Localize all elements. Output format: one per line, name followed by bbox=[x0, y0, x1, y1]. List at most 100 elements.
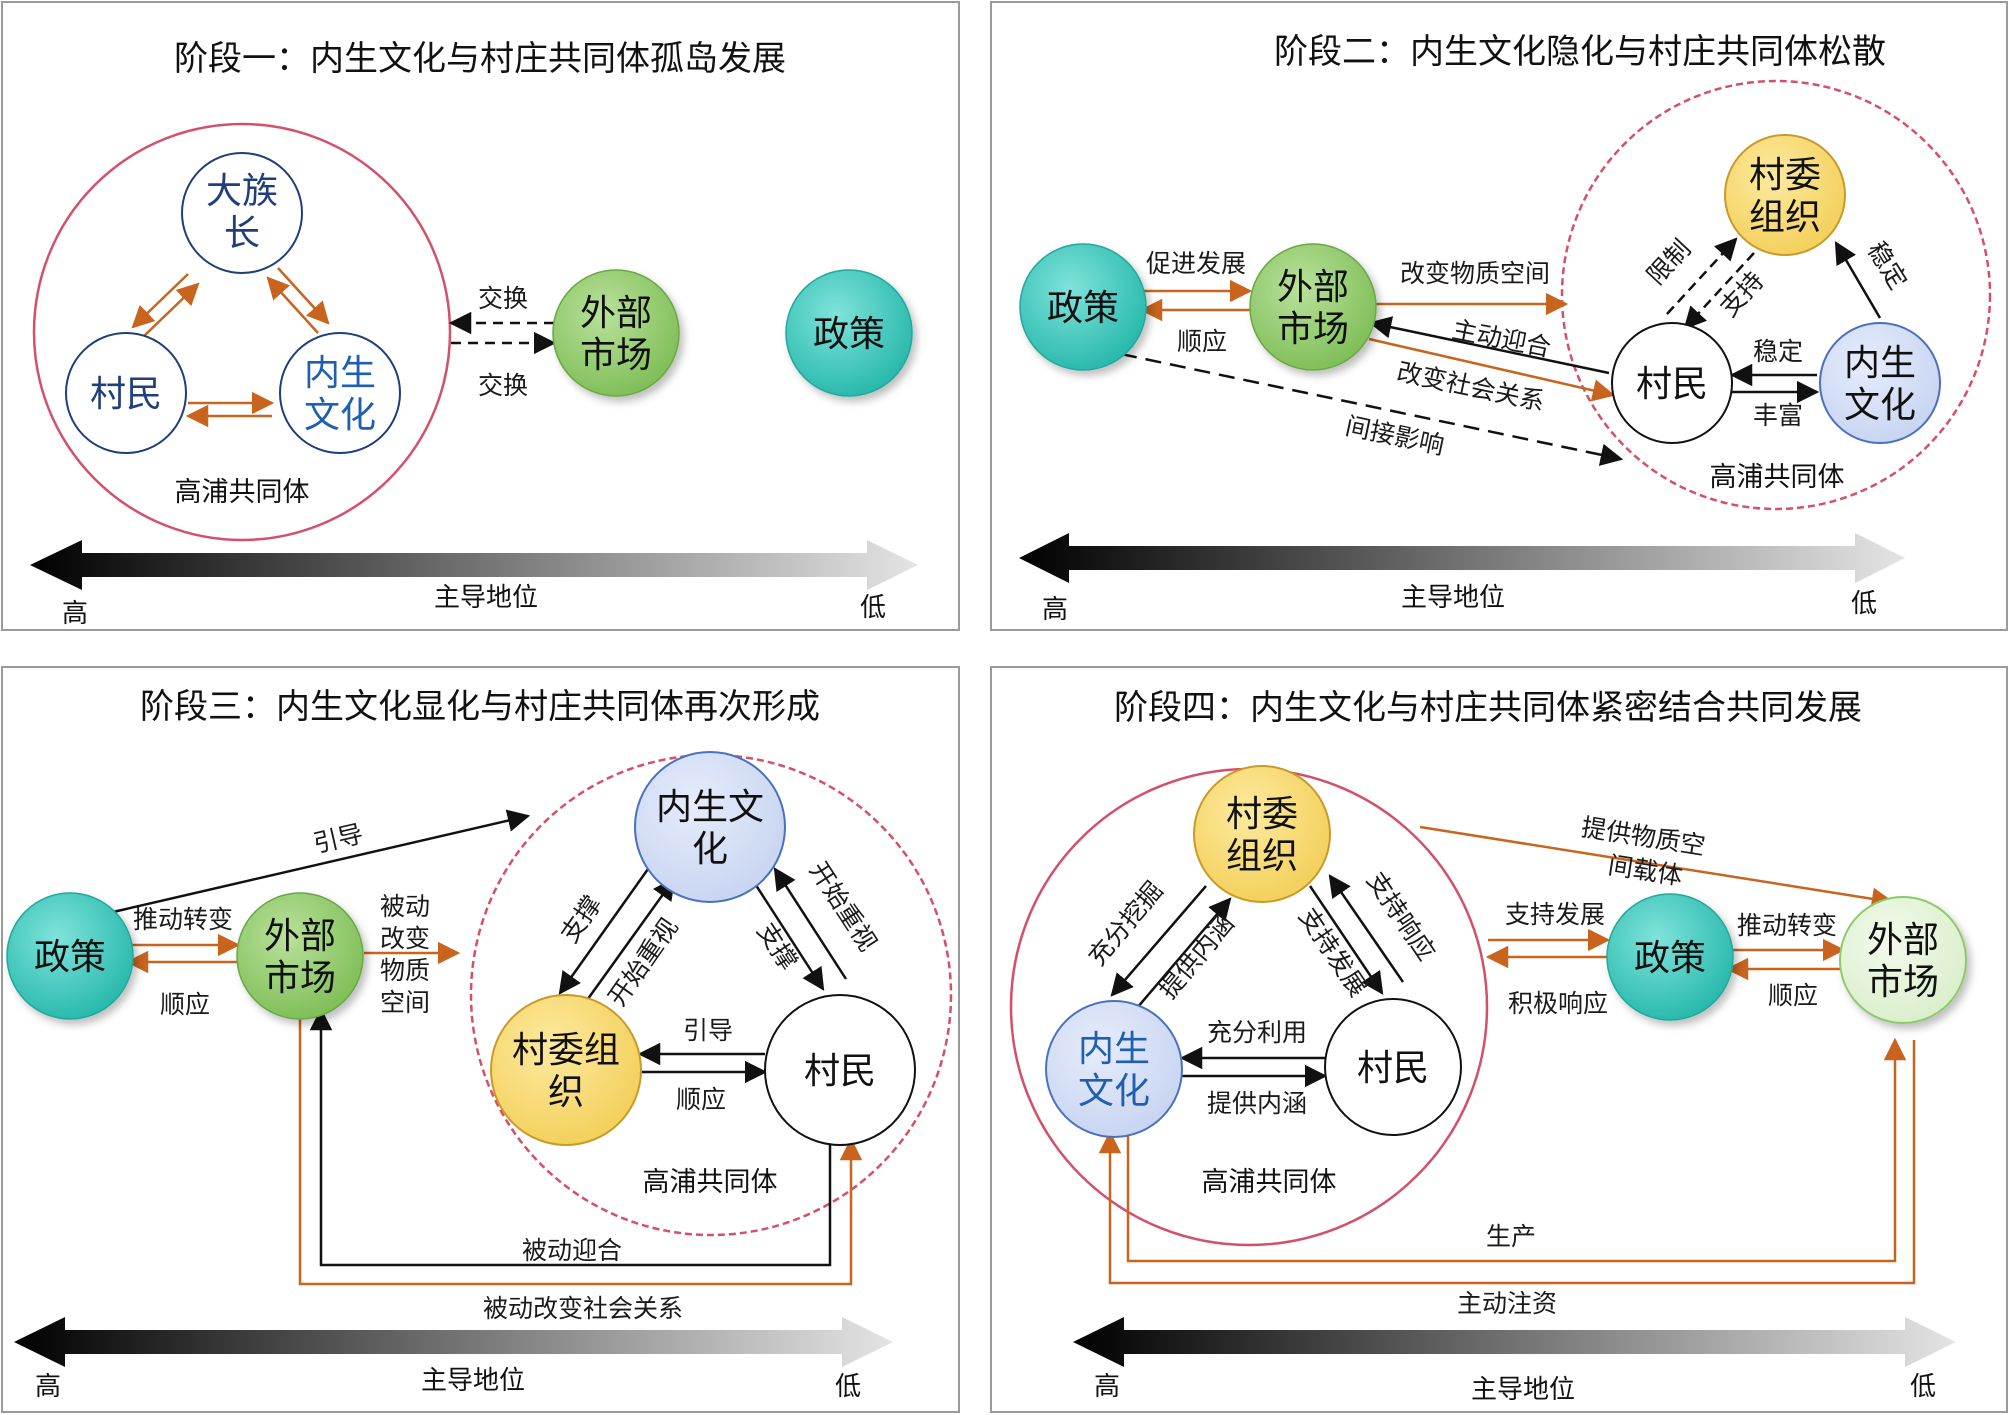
community-label: 高浦共同体 bbox=[643, 1167, 778, 1198]
edge-villagers-market-passive bbox=[309, 1007, 832, 1267]
node-culture-label-line1: 内生 bbox=[304, 353, 376, 394]
edge-label-invest: 主动注资 bbox=[1457, 1289, 1557, 1318]
edge-label-enrich: 丰富 bbox=[1753, 401, 1803, 430]
community-circle bbox=[469, 753, 953, 1237]
node-committee-label-line1: 村委 bbox=[1226, 794, 1298, 835]
edge-culture-committee bbox=[1136, 897, 1232, 1009]
node-villagers-label: 村民 bbox=[804, 1051, 876, 1092]
edge-label-drive: 推动转变 bbox=[133, 905, 233, 934]
dominance-axis-arrow bbox=[1019, 533, 1905, 583]
node-market-label-line1: 外部 bbox=[1867, 920, 1939, 961]
edge-culture-clan bbox=[266, 276, 319, 334]
panel-stage-3: 阶段三：内生文化显化与村庄共同体再次形成 引导 推动转变 顺应 被动 改变 物质… bbox=[1, 666, 960, 1413]
panel-1-title: 阶段一：内生文化与村庄共同体孤岛发展 bbox=[174, 39, 786, 79]
node-market-label-line1: 外部 bbox=[264, 916, 336, 957]
edge-policy-villagers bbox=[1120, 352, 1624, 466]
node-policy bbox=[785, 269, 913, 397]
edge-market-villagers-passive bbox=[298, 1010, 863, 1286]
edge-label-active-respond: 积极响应 bbox=[1508, 989, 1608, 1018]
edge-market-culture-invest bbox=[1098, 1040, 1916, 1285]
node-policy bbox=[1606, 893, 1734, 1021]
axis-title: 主导地位 bbox=[434, 583, 538, 613]
axis-low-label: 低 bbox=[860, 593, 886, 623]
node-policy-label: 政策 bbox=[34, 937, 106, 978]
community-label: 高浦共同体 bbox=[175, 477, 310, 508]
dominance-axis-arrow bbox=[14, 1317, 893, 1367]
edge-villagers-committee bbox=[1666, 237, 1738, 315]
edge-label-passive-change-line4: 空间 bbox=[380, 988, 430, 1017]
node-market bbox=[1839, 896, 1967, 1024]
edge-label-guide: 引导 bbox=[683, 1016, 733, 1045]
node-market-label-line1: 外部 bbox=[1277, 267, 1349, 308]
edge-community-market bbox=[1419, 825, 1895, 910]
node-culture-label-line2: 化 bbox=[692, 829, 728, 870]
edge-label-fully-use: 充分利用 bbox=[1207, 1018, 1307, 1047]
node-policy-label: 政策 bbox=[1634, 938, 1706, 979]
axis-high-label: 高 bbox=[1094, 1372, 1120, 1402]
edge-label-exchange-top: 交换 bbox=[478, 284, 528, 313]
edge-label-produce: 生产 bbox=[1486, 1222, 1536, 1251]
node-policy-label: 政策 bbox=[1047, 288, 1119, 329]
panel-4-title: 阶段四：内生文化与村庄共同体紧密结合共同发展 bbox=[1114, 688, 1862, 728]
node-market-label-line1: 外部 bbox=[580, 293, 652, 334]
node-committee-label-line2: 组织 bbox=[1226, 836, 1298, 877]
edge-committee-villagers bbox=[1683, 252, 1755, 330]
edge-label-exchange-bottom: 交换 bbox=[478, 371, 528, 400]
axis-low-label: 低 bbox=[835, 1372, 861, 1402]
edge-culture-market-produce bbox=[1126, 1037, 1907, 1263]
node-culture-label-line2: 文化 bbox=[1078, 1071, 1150, 1112]
edge-label-change-space: 改变物质空间 bbox=[1400, 259, 1550, 288]
edge-label-passive-social: 被动改变社会关系 bbox=[483, 1294, 683, 1323]
node-culture-label-line1: 内生 bbox=[1844, 343, 1916, 384]
node-culture bbox=[279, 332, 401, 454]
node-market-label-line2: 市场 bbox=[264, 958, 336, 999]
node-villagers-label: 村民 bbox=[1357, 1048, 1429, 1089]
dominance-axis-arrow bbox=[1073, 1317, 1956, 1367]
node-committee-label-line2: 织 bbox=[548, 1072, 584, 1113]
edge-culture-committee bbox=[558, 868, 650, 995]
node-committee-label-line2: 组织 bbox=[1749, 197, 1821, 238]
axis-low-label: 低 bbox=[1851, 589, 1877, 619]
node-market bbox=[236, 892, 364, 1020]
node-market bbox=[552, 269, 680, 397]
edge-label-passive-change-line3: 物质 bbox=[380, 956, 430, 985]
panel-stage-2: 阶段二：内生文化隐化与村庄共同体松散 促进发展 顺应 改变物质空间 主动迎合 改… bbox=[990, 1, 2008, 631]
node-market-label-line2: 市场 bbox=[1867, 962, 1939, 1003]
edge-committee-culture bbox=[1110, 885, 1207, 997]
edge-market-villagers bbox=[1368, 337, 1616, 402]
node-committee bbox=[1193, 765, 1331, 903]
node-clan-label-line2: 长 bbox=[224, 213, 260, 254]
edge-label-promote: 促进发展 bbox=[1146, 249, 1246, 278]
panel-stage-4: 阶段四：内生文化与村庄共同体紧密结合共同发展 充分挖掘 提供内涵 支持发展 支持… bbox=[990, 666, 2008, 1413]
node-market-label-line2: 市场 bbox=[1277, 309, 1349, 350]
node-committee bbox=[490, 994, 642, 1146]
panel-3-title: 阶段三：内生文化显化与村庄共同体再次形成 bbox=[140, 687, 820, 727]
node-villagers-label: 村民 bbox=[1636, 364, 1708, 405]
node-villagers-label: 村民 bbox=[90, 374, 162, 415]
edge-label-comply: 顺应 bbox=[1768, 981, 1818, 1010]
node-market-label-line2: 市场 bbox=[580, 335, 652, 376]
edge-label-comply: 顺应 bbox=[160, 990, 210, 1019]
node-clan-label-line1: 大族 bbox=[206, 171, 278, 212]
node-culture bbox=[634, 751, 786, 903]
node-committee-label-line1: 村委 bbox=[1749, 155, 1821, 196]
edge-villagers-market bbox=[1368, 316, 1610, 375]
edge-committee-culture bbox=[583, 877, 676, 1004]
axis-high-label: 高 bbox=[1042, 595, 1068, 625]
edge-villagers-committee bbox=[1328, 874, 1405, 983]
axis-title: 主导地位 bbox=[1471, 1375, 1575, 1405]
node-culture bbox=[1045, 1000, 1183, 1138]
node-committee bbox=[1724, 134, 1846, 256]
axis-title: 主导地位 bbox=[1401, 583, 1505, 613]
node-villagers bbox=[1611, 322, 1733, 444]
dominance-axis-arrow bbox=[30, 540, 918, 590]
edge-villagers-clan bbox=[142, 282, 200, 338]
node-villagers bbox=[764, 994, 916, 1146]
edge-label-comply: 顺应 bbox=[1177, 327, 1227, 356]
axis-low-label: 低 bbox=[1910, 1372, 1936, 1402]
node-policy-label: 政策 bbox=[813, 314, 885, 355]
panel-2-title: 阶段二：内生文化隐化与村庄共同体松散 bbox=[1274, 32, 1886, 72]
node-clan bbox=[181, 152, 303, 274]
edge-policy-community bbox=[112, 809, 531, 914]
